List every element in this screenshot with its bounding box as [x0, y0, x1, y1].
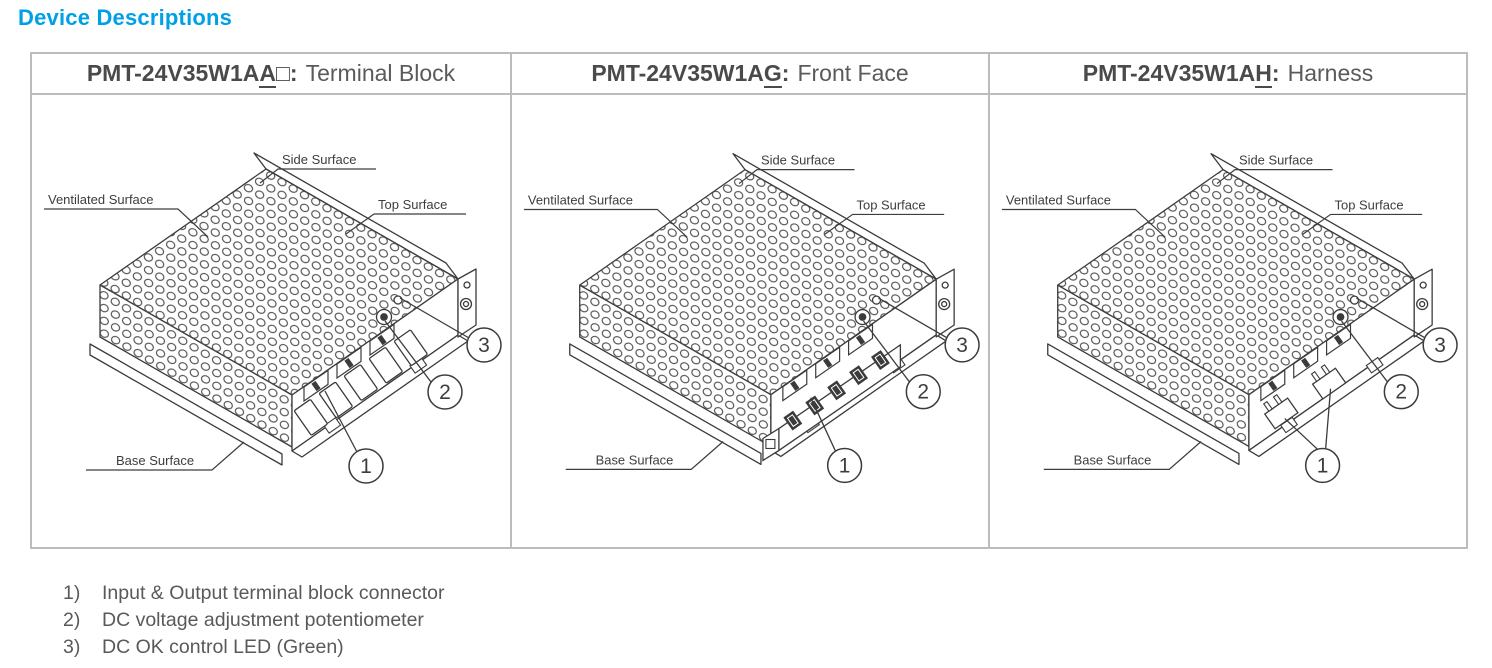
callout-1 — [826, 447, 863, 484]
svg-text:1: 1 — [839, 454, 851, 477]
note-item: 1) Input & Output terminal block connect… — [63, 580, 445, 607]
dc-ok-led — [1349, 295, 1360, 305]
note-text: DC voltage adjustment potentiometer — [102, 609, 424, 631]
callout-2 — [905, 374, 941, 410]
label-side-surface: Side Surface — [282, 152, 356, 167]
device-diagram-front: 3 2 1 Side Surface Ventilated Surface To… — [523, 153, 980, 484]
note-item: 3) DC OK control LED (Green) — [63, 634, 445, 661]
model-variant-underlined: H — [1255, 60, 1272, 88]
label-top-surface: Top Surface — [378, 197, 447, 212]
type-label: Harness — [1287, 60, 1374, 86]
label-top-surface: Top Surface — [857, 197, 926, 212]
model-variant-underlined: A — [259, 60, 277, 88]
note-number: 1) — [63, 582, 81, 604]
label-base-surface: Base Surface — [116, 453, 194, 468]
note-number: 3) — [63, 636, 81, 658]
terminal-block-divider — [368, 347, 403, 384]
callout-1 — [1304, 447, 1341, 484]
label-side-surface: Side Surface — [1239, 153, 1313, 168]
callout-2 — [427, 374, 463, 410]
callout-3 — [466, 327, 502, 363]
label-ventilated-surface: Ventilated Surface — [528, 192, 633, 207]
svg-text:1: 1 — [360, 455, 372, 478]
note-text: Input & Output terminal block connector — [102, 582, 445, 604]
label-ventilated-surface: Ventilated Surface — [1006, 192, 1111, 207]
callout-2 — [1383, 374, 1419, 410]
callout-1 — [348, 448, 384, 484]
table-header-terminal-block: PMT-24V35W1AA□: Terminal Block — [32, 54, 510, 95]
device-diagram-harness: 3 2 1 Side Surface Ventilated Surface To… — [1001, 153, 1458, 484]
svg-text:2: 2 — [439, 381, 451, 404]
svg-text:3: 3 — [1434, 334, 1446, 357]
table-header-front-face: PMT-24V35W1AG: Front Face — [510, 54, 988, 95]
table-header-harness: PMT-24V35W1AH: Harness — [988, 54, 1466, 95]
dc-ok-led — [871, 295, 882, 305]
svg-text:3: 3 — [956, 334, 968, 357]
terminal-block-divider — [318, 381, 353, 419]
type-label: Terminal Block — [305, 60, 456, 86]
svg-text:2: 2 — [1395, 381, 1407, 404]
base-flange-left — [1047, 343, 1240, 466]
terminal-block-divider — [343, 364, 378, 401]
terminal-block-divider — [293, 399, 328, 436]
device-diagram-cell-harness: 3 2 1 Side Surface Ventilated Surface To… — [988, 95, 1466, 547]
label-base-surface: Base Surface — [596, 452, 674, 467]
svg-text:3: 3 — [478, 334, 490, 357]
note-item: 2) DC voltage adjustment potentiometer — [63, 607, 445, 634]
device-diagram-terminal: 3 2 1 Side Surface Ventilated Surface To… — [44, 152, 502, 484]
device-table: PMT-24V35W1AA□: Terminal Block PMT-24V35… — [30, 52, 1468, 549]
callout-3 — [1422, 327, 1458, 363]
terminal-block-divider — [393, 329, 428, 366]
model-number: PMT-24V35W1AH: — [1082, 60, 1280, 88]
label-side-surface: Side Surface — [761, 153, 835, 168]
label-ventilated-surface: Ventilated Surface — [48, 192, 154, 207]
svg-text:1: 1 — [1317, 454, 1329, 477]
label-top-surface: Top Surface — [1335, 197, 1404, 212]
note-text: DC OK control LED (Green) — [102, 636, 344, 658]
base-flange-left — [569, 343, 762, 466]
model-variant-underlined: G — [763, 60, 782, 88]
label-base-surface: Base Surface — [1074, 452, 1152, 467]
base-flange-left — [89, 343, 283, 466]
harness-connector — [1310, 364, 1347, 400]
callout-3 — [944, 327, 980, 363]
model-number: PMT-24V35W1AG: — [591, 60, 790, 88]
device-diagram-cell-front-face: 3 2 1 Side Surface Ventilated Surface To… — [510, 95, 988, 547]
callout-notes-list: 1) Input & Output terminal block connect… — [63, 580, 445, 661]
note-number: 2) — [63, 609, 81, 631]
type-label: Front Face — [797, 60, 909, 86]
svg-text:2: 2 — [917, 381, 929, 404]
device-diagram-cell-terminal-block: 3 2 1 Side Surface Ventilated Surface To… — [32, 95, 510, 547]
page-title: Device Descriptions — [18, 5, 233, 30]
model-number: PMT-24V35W1AA□: — [86, 60, 298, 88]
dc-ok-led — [393, 295, 403, 305]
